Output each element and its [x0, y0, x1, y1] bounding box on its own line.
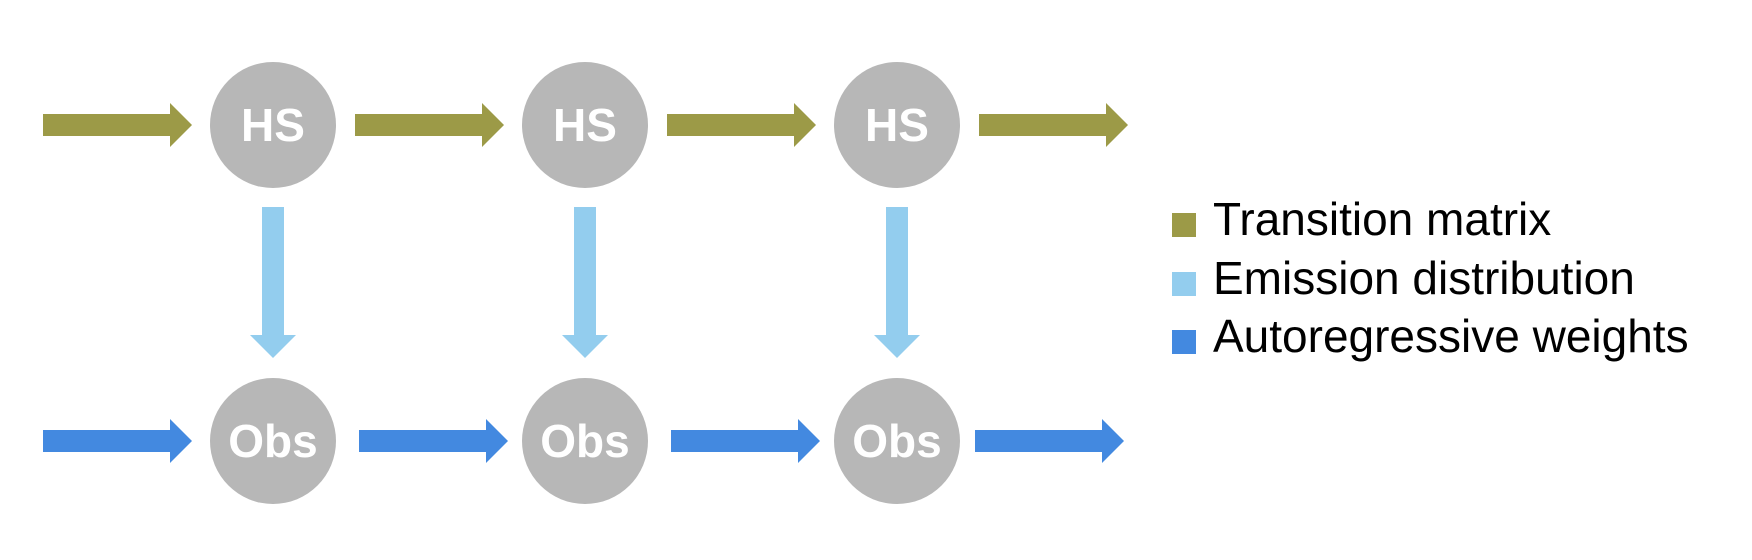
legend-label-emission: Emission distribution — [1213, 252, 1635, 304]
observation-node-1: Obs — [210, 378, 336, 504]
observation-nodes: Obs Obs Obs — [210, 378, 960, 504]
legend-item-emission: Emission distribution — [1172, 252, 1635, 304]
legend-swatch-emission — [1172, 272, 1196, 296]
observation-node-3: Obs — [834, 378, 960, 504]
observation-label: Obs — [540, 415, 629, 467]
autoregressive-arrow-1-2 — [359, 419, 508, 463]
transition-arrow-2-3 — [667, 103, 816, 147]
autoregressive-arrow-2-3 — [671, 419, 820, 463]
hidden-state-node-2: HS — [522, 62, 648, 188]
transition-arrow-out — [979, 103, 1128, 147]
hidden-state-label: HS — [241, 99, 305, 151]
legend: Transition matrix Emission distribution … — [1172, 193, 1689, 362]
autoregressive-arrow-out — [975, 419, 1124, 463]
emission-arrow-1 — [250, 207, 296, 358]
transition-arrows — [43, 103, 1128, 147]
autoregressive-arrows — [43, 419, 1124, 463]
observation-label: Obs — [852, 415, 941, 467]
hidden-state-label: HS — [553, 99, 617, 151]
legend-swatch-autoregressive — [1172, 330, 1196, 354]
transition-arrow-in — [43, 103, 192, 147]
hidden-state-nodes: HS HS HS — [210, 62, 960, 188]
hidden-state-node-3: HS — [834, 62, 960, 188]
observation-label: Obs — [228, 415, 317, 467]
emission-arrows — [250, 207, 920, 358]
transition-arrow-1-2 — [355, 103, 504, 147]
hidden-state-label: HS — [865, 99, 929, 151]
emission-arrow-3 — [874, 207, 920, 358]
legend-swatch-transition — [1172, 213, 1196, 237]
observation-node-2: Obs — [522, 378, 648, 504]
legend-label-transition: Transition matrix — [1213, 193, 1551, 245]
legend-item-autoregressive: Autoregressive weights — [1172, 310, 1689, 362]
legend-item-transition: Transition matrix — [1172, 193, 1551, 245]
legend-label-autoregressive: Autoregressive weights — [1213, 310, 1689, 362]
emission-arrow-2 — [562, 207, 608, 358]
autoregressive-arrow-in — [43, 419, 192, 463]
hidden-state-node-1: HS — [210, 62, 336, 188]
